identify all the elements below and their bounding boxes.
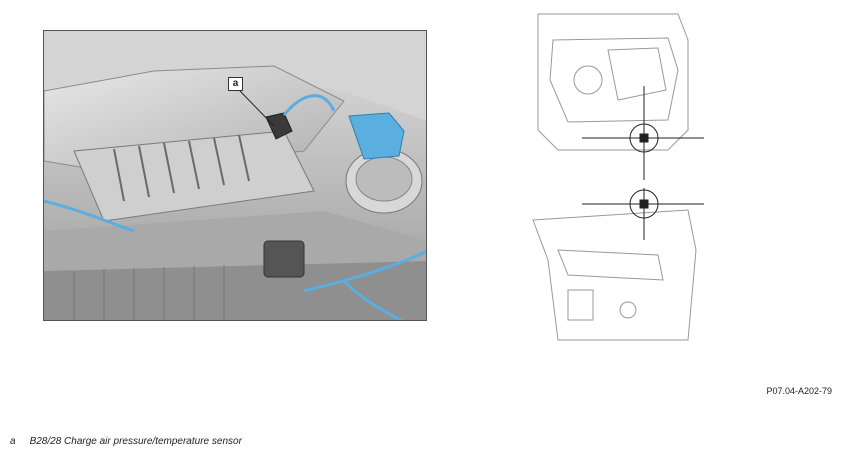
engine-photo	[43, 30, 427, 321]
legend-entry: a B28/28 Charge air pressure/temperature…	[10, 436, 242, 447]
figure-code: P07.04-A202-79	[766, 386, 832, 396]
callout-a-label: a	[228, 77, 243, 91]
legend-key: a	[10, 436, 16, 447]
locator-diagram	[528, 10, 708, 346]
legend-text: B28/28 Charge air pressure/temperature s…	[29, 436, 242, 447]
